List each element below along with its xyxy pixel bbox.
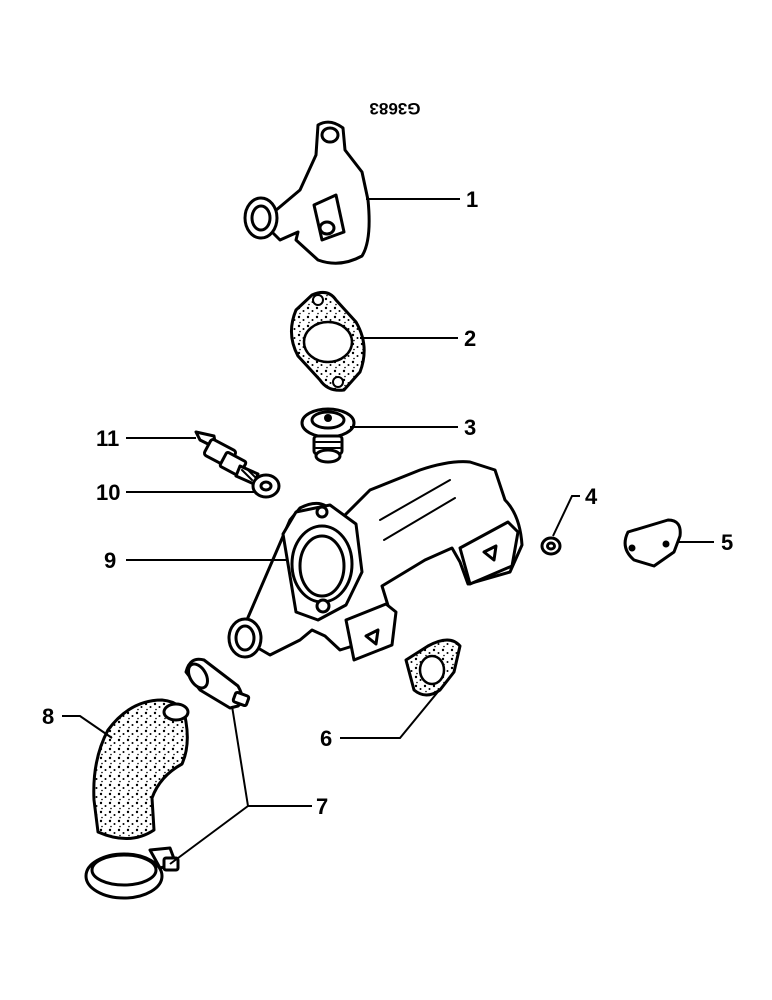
leader-4	[552, 495, 580, 537]
callouts: 1 2 3 4 5 6 7 8 9 10 11	[42, 187, 733, 819]
part-2-gasket	[290, 290, 366, 392]
part-1-thermostat-housing	[243, 120, 371, 265]
leader-8	[62, 715, 113, 739]
callout-4: 4	[585, 484, 598, 509]
part-5-blanking-plate	[623, 518, 682, 568]
part-9-water-manifold	[227, 460, 524, 662]
leader-6	[340, 681, 447, 739]
part-7-hose-clip-upper	[184, 657, 251, 710]
callout-3: 3	[464, 415, 476, 440]
callout-8: 8	[42, 704, 54, 729]
callout-9: 9	[104, 548, 116, 573]
part-6-flange-gasket	[404, 638, 462, 697]
part-8-hose	[92, 698, 190, 840]
part-10-washer	[251, 473, 281, 499]
callout-6: 6	[320, 726, 332, 751]
drawing-code: G3683	[369, 99, 420, 118]
callout-5: 5	[721, 530, 733, 555]
leader-7	[169, 705, 312, 865]
part-3-thermostat	[300, 407, 356, 464]
part-7-hose-clip-lower	[84, 846, 180, 900]
leader-lines	[62, 198, 714, 865]
callout-10: 10	[96, 480, 120, 505]
callout-7: 7	[316, 794, 328, 819]
part-11-temperature-sender	[194, 430, 260, 486]
drawing-code-text: G3683	[369, 99, 420, 118]
part-4-nut	[540, 536, 562, 556]
callout-1: 1	[466, 187, 478, 212]
callout-11: 11	[96, 426, 119, 451]
callout-2: 2	[464, 326, 476, 351]
